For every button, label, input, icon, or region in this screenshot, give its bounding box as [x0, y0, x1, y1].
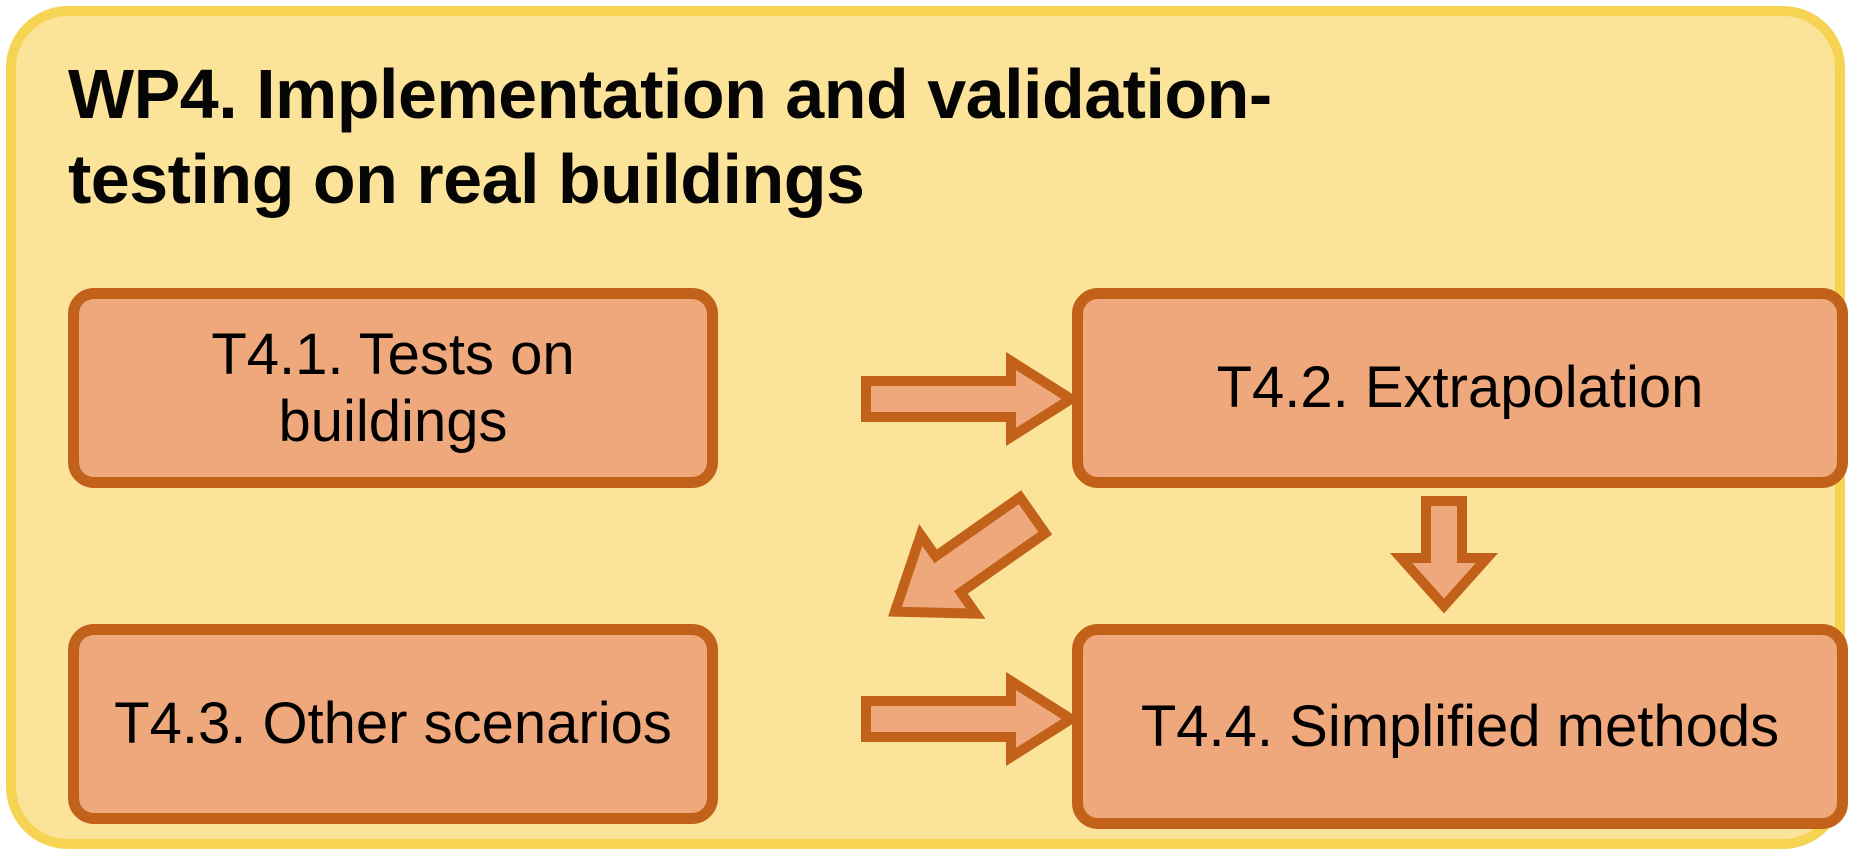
task-box-t42-label: T4.2. Extrapolation [1216, 355, 1704, 421]
task-box-t43-label: T4.3. Other scenarios [114, 691, 672, 757]
task-box-t41-label: T4.1. Tests on buildings [211, 321, 575, 454]
work-package-title: WP4. Implementation and validation- test… [68, 55, 1272, 219]
arrow-down-t42-to-t44 [1389, 496, 1499, 614]
task-box-t44[interactable]: T4.4. Simplified methods [1072, 624, 1848, 829]
task-box-t43[interactable]: T4.3. Other scenarios [68, 624, 718, 824]
work-package-container: WP4. Implementation and validation- test… [6, 6, 1848, 849]
task-box-t42[interactable]: T4.2. Extrapolation [1072, 288, 1848, 488]
arrow-right-t43-to-t44 [861, 671, 1081, 767]
arrow-diagonal-t42-to-t43 [888, 490, 1053, 619]
task-box-t41[interactable]: T4.1. Tests on buildings [68, 288, 718, 488]
task-box-t44-label: T4.4. Simplified methods [1140, 693, 1780, 759]
arrow-right-t41-to-t42 [861, 351, 1081, 447]
